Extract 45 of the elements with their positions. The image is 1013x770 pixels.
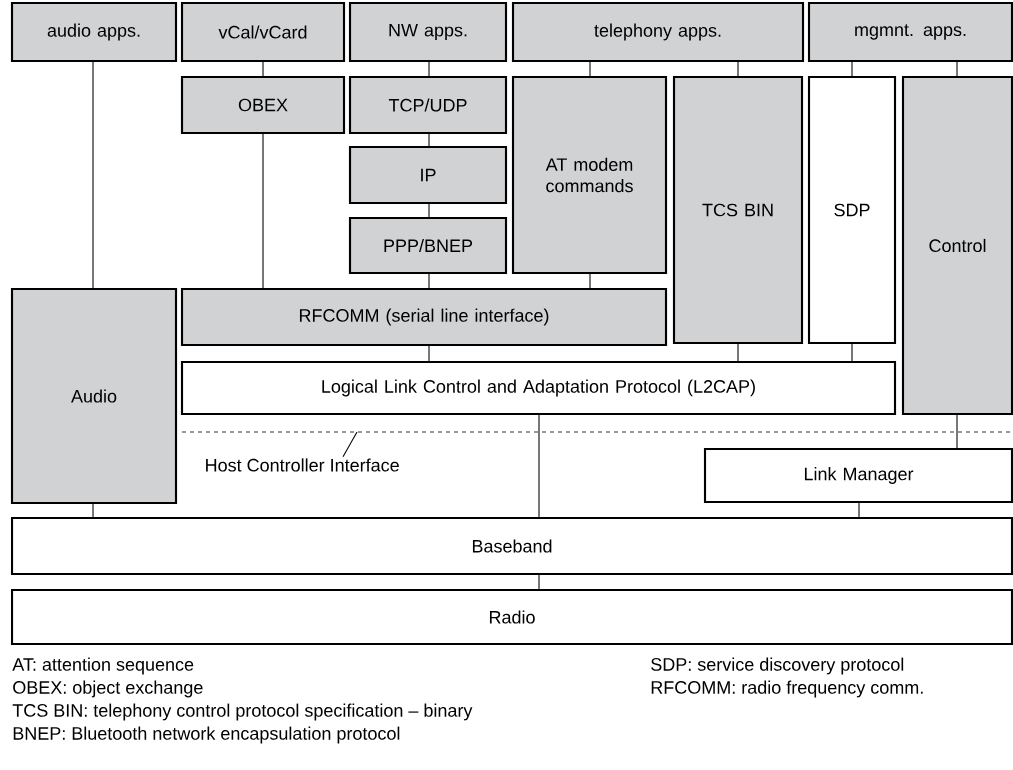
connector-line (737, 343, 739, 362)
protocol-box: PPP/BNEP (348, 216, 508, 275)
connector-line (737, 61, 739, 77)
protocol-box: TCP/UDP (348, 75, 508, 135)
connector-line (538, 414, 540, 518)
layer-box: Radio (10, 588, 1013, 646)
connector-line (589, 61, 591, 77)
protocol-box: RFCOMM (serial line interface) (180, 287, 668, 347)
app-box: vCal/vCard (180, 1, 346, 63)
protocol-box: Audio (10, 287, 178, 505)
app-box: NW apps. (348, 1, 508, 63)
leader-line (342, 431, 358, 458)
connector-line (262, 61, 264, 77)
layer-box: Link Manager (703, 447, 1013, 504)
interface-label: Host Controller Interface (206, 458, 399, 472)
app-box: audio apps. (10, 1, 178, 63)
connector-line (956, 61, 958, 77)
protocol-box: Control (901, 75, 1013, 416)
protocol-box: OBEX (180, 75, 346, 135)
connector-line (851, 343, 853, 362)
connector-line (428, 345, 430, 362)
connector-line (428, 203, 430, 218)
layer-box: Baseband (10, 516, 1013, 576)
connector-line (428, 61, 430, 77)
connector-line (92, 61, 94, 289)
protocol-box: AT modem commands (511, 75, 668, 275)
connector-line (538, 574, 540, 590)
app-box: mgmnt. apps. (807, 1, 1013, 63)
connector-line (858, 502, 860, 518)
abbreviation-note: RFCOMM: radio frequency comm. (651, 680, 923, 698)
connector-line (428, 273, 430, 289)
protocol-box: SDP (807, 75, 897, 345)
connector-line (851, 61, 853, 77)
connector-line (589, 273, 591, 289)
connector-line (956, 414, 958, 449)
connector-line (428, 133, 430, 147)
layer-box: Logical Link Control and Adaptation Protocol (L2CAP) (180, 360, 897, 416)
app-box: telephony apps. (511, 1, 805, 63)
connector-line (262, 133, 264, 289)
connector-line (92, 503, 94, 518)
protocol-box: IP (348, 145, 508, 205)
abbreviation-note: TCS BIN: telephony control protocol specification – binary (12, 703, 473, 721)
abbreviation-note: BNEP: Bluetooth network encapsulation protocol (13, 726, 400, 744)
protocol-box: TCS BIN (672, 75, 804, 345)
abbreviation-note: OBEX: object exchange (13, 680, 203, 698)
